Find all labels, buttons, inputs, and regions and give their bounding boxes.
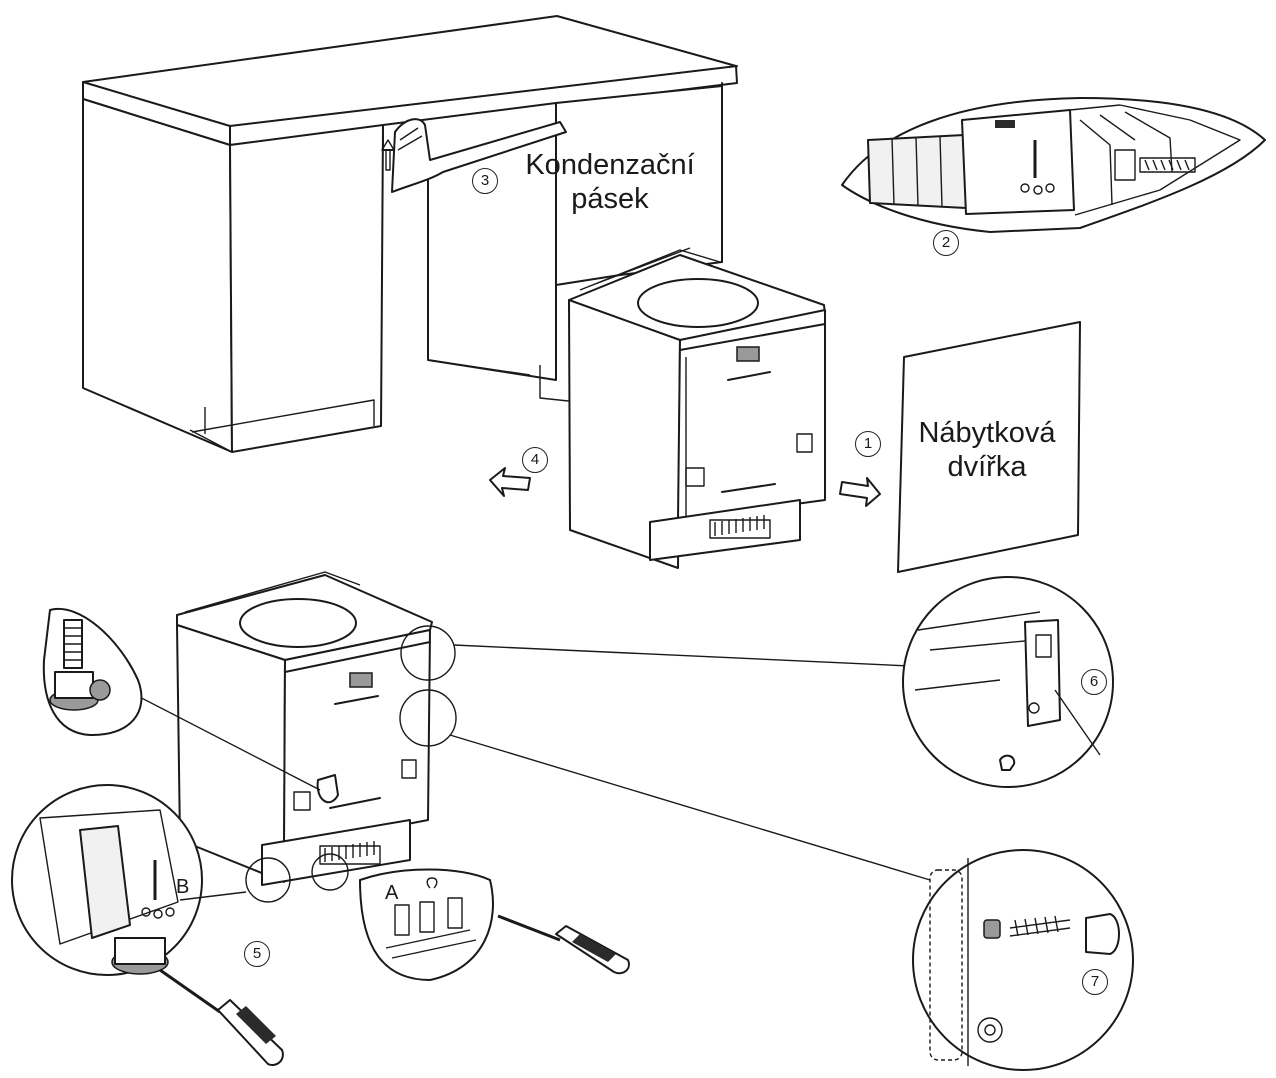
furniture-door-line-1: Nábytková [918, 417, 1056, 449]
foot-screw-inset [42, 607, 143, 737]
detail-6-inset [902, 576, 1114, 788]
step-7-badge: 7 [1082, 969, 1108, 995]
step-1-badge: 1 [855, 431, 881, 457]
detail-b-inset [11, 784, 203, 976]
arrow-right [839, 477, 881, 507]
arrow-left [489, 467, 531, 497]
step-6-badge: 6 [1081, 669, 1107, 695]
condensation-strip-line-2: pásek [571, 183, 649, 215]
screwdriver-a [497, 914, 630, 975]
condensation-strip-label: Kondenzační pásek [512, 148, 708, 216]
condensation-strip-line-1: Kondenzační [525, 149, 695, 181]
callout-circle-6 [400, 625, 456, 681]
detail-a-letter: A [385, 882, 399, 904]
detail-b-letter: B [176, 876, 190, 898]
dishwasher-upper [568, 247, 826, 569]
detail-a-inset [359, 868, 494, 981]
screwdriver-b [159, 968, 284, 1066]
furniture-door-panel [897, 321, 1081, 573]
callout-circle-7 [399, 689, 457, 747]
callout-circle-b [245, 857, 291, 903]
furniture-door-line-2: dvířka [947, 451, 1027, 483]
dishwasher-lower [176, 571, 433, 886]
step-3-badge: 3 [472, 168, 498, 194]
step-5-badge: 5 [244, 941, 270, 967]
step-2-badge: 2 [933, 230, 959, 256]
detail-7-inset [912, 849, 1134, 1071]
detail-clip-inset [841, 97, 1266, 233]
kitchen-cabinet [82, 15, 738, 453]
furniture-door-label: Nábytková dvířka [905, 416, 1069, 484]
callout-circle-a [311, 853, 349, 891]
step-4-badge: 4 [522, 447, 548, 473]
